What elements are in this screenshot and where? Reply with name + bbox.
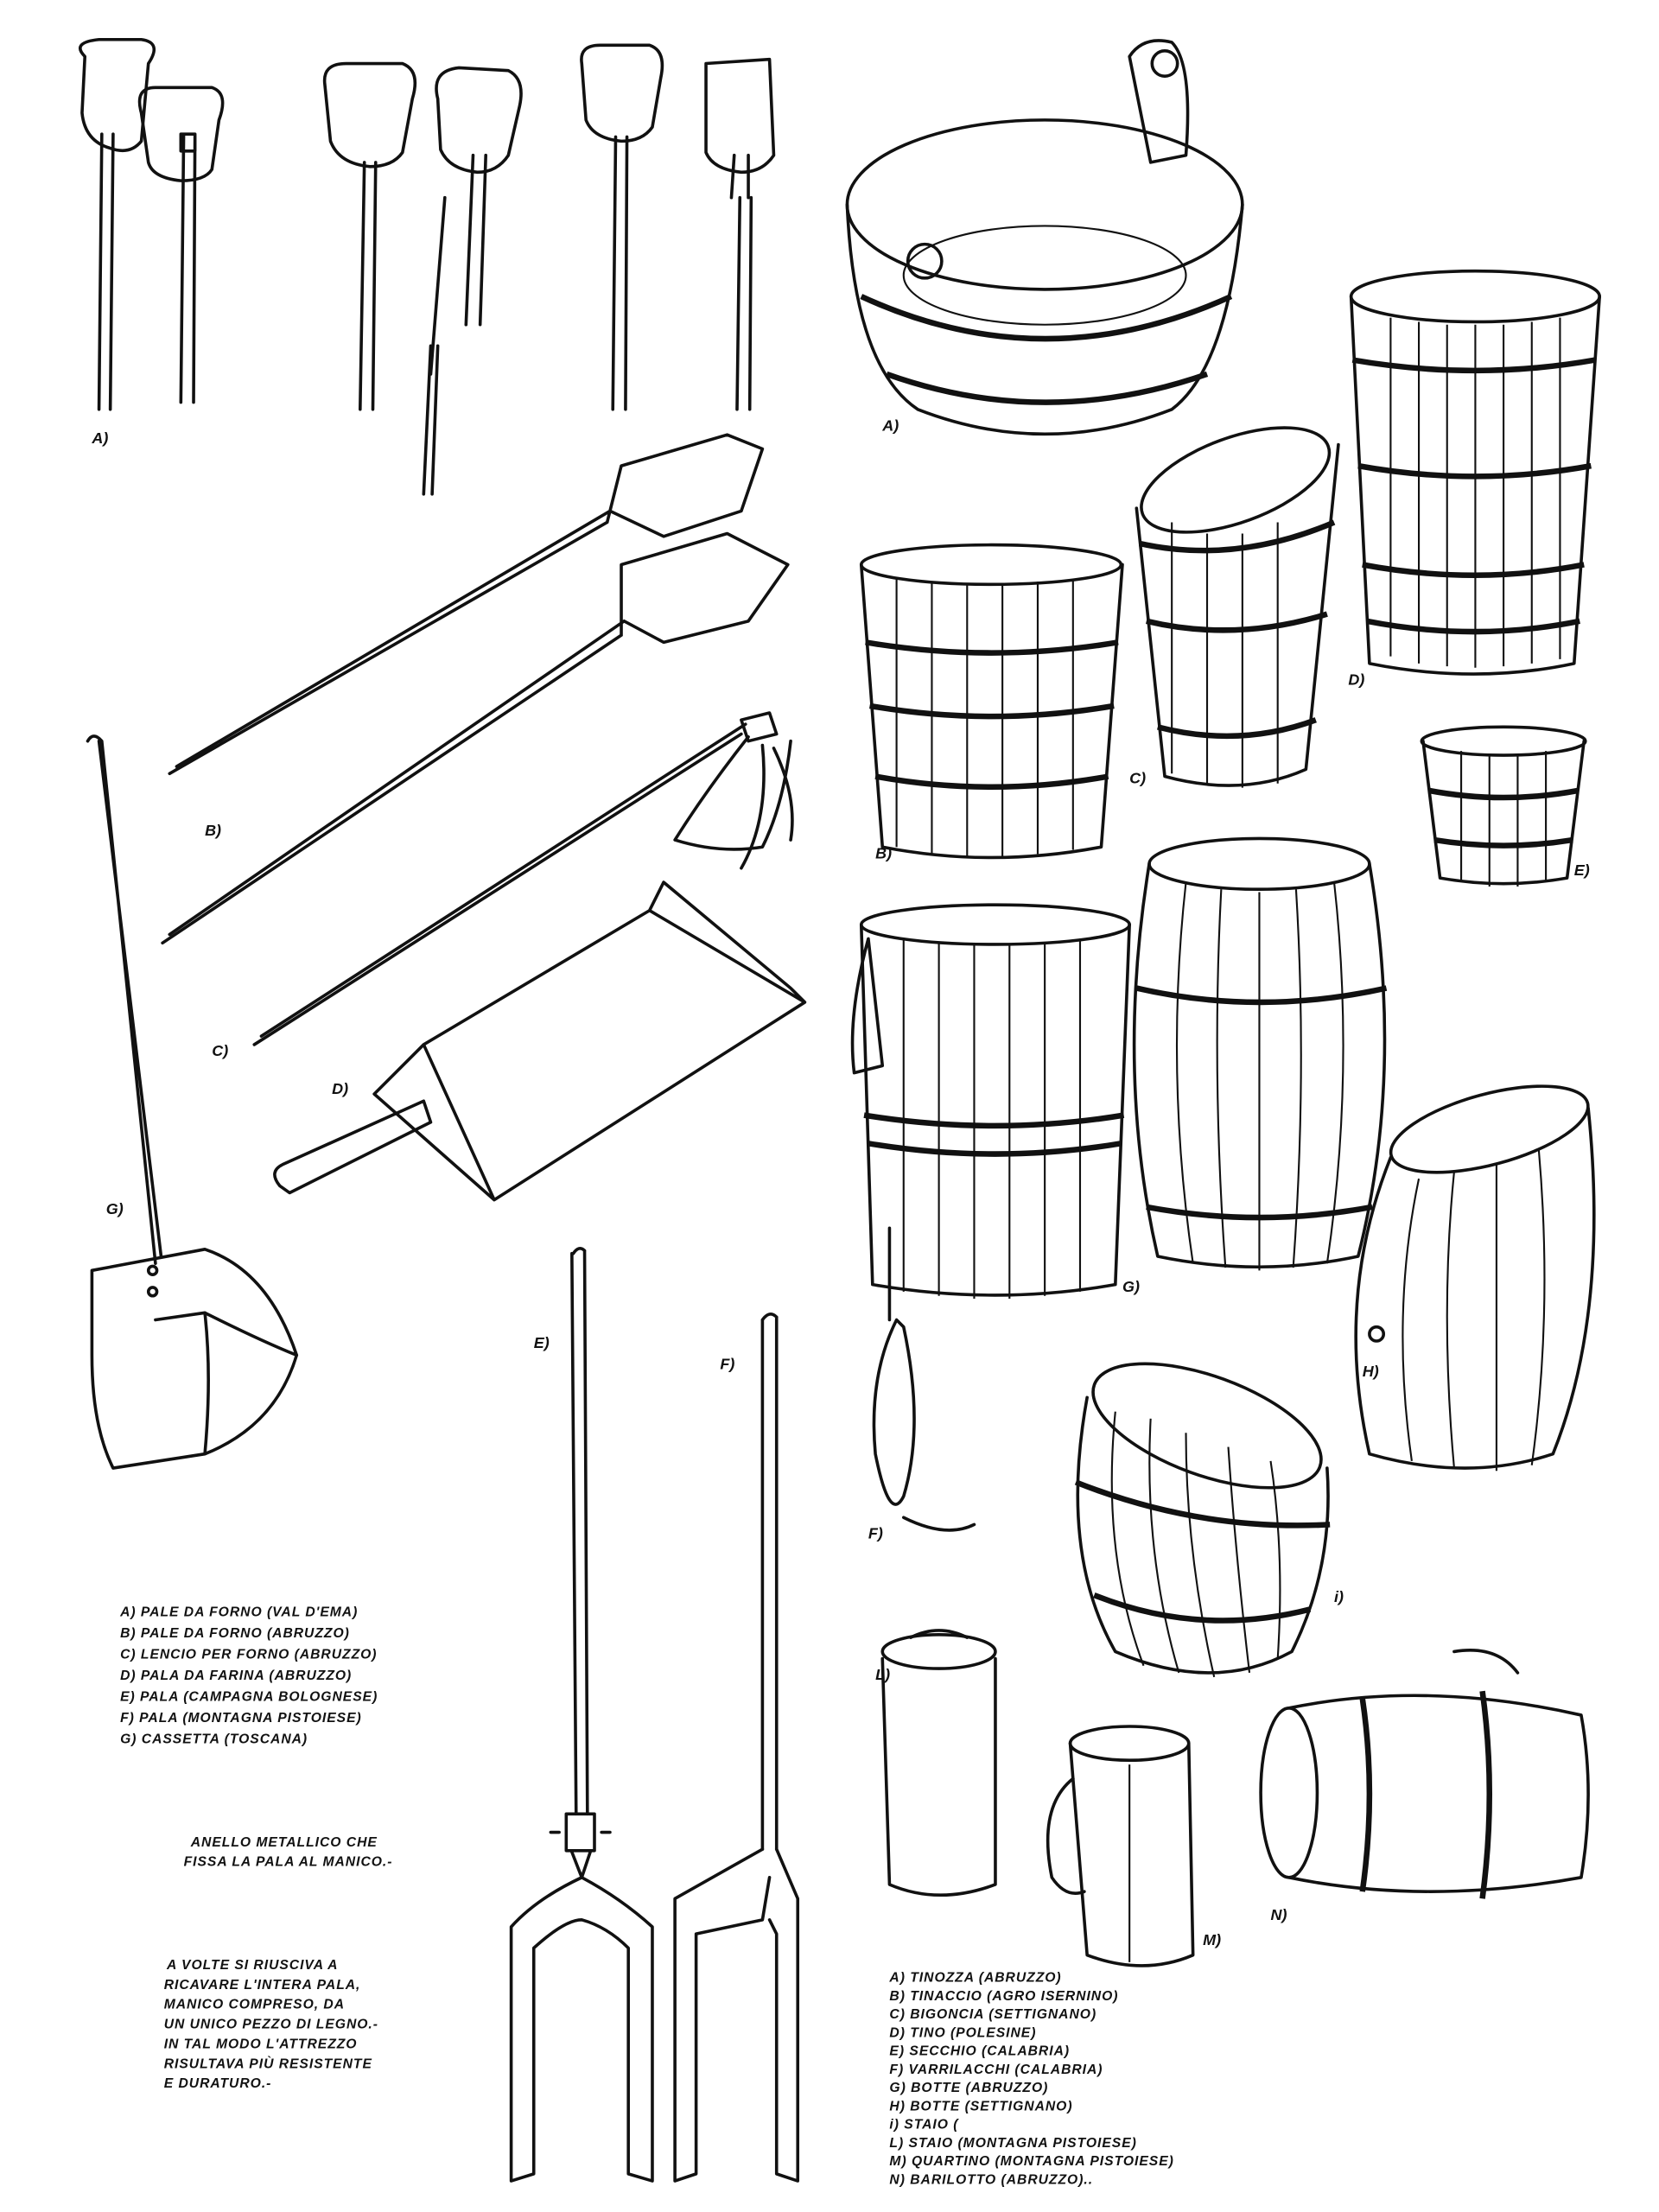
figure-label-right-l: L): [875, 1666, 890, 1683]
note-line: RISULTAVA PIÙ RESISTENTE: [164, 2055, 372, 2071]
peel-drawing: [422, 66, 523, 496]
peel-drawing: [580, 43, 664, 411]
figure-label-right-n: N): [1271, 1906, 1287, 1923]
oven-mop-c: C): [212, 711, 794, 1059]
legend-item: C) BIGONCIA (SETTIGNANO): [889, 2007, 1096, 2022]
note-line: ANELLO METALLICO CHE: [190, 1835, 378, 1850]
figure-label-right-b: B): [875, 844, 892, 861]
legend-item: B) PALE DA FORNO (ABRUZZO): [120, 1626, 350, 1641]
figure-label-right-a: A): [881, 416, 899, 434]
varrilacchi-f: F): [850, 903, 1131, 1542]
legend-item: L) STAIO (MONTAGNA PISTOIESE): [889, 2136, 1136, 2151]
note-line: MANICO COMPRESO, DA: [164, 1998, 345, 2012]
legend-item: D) TINO (POLESINE): [889, 2025, 1036, 2040]
peel-drawing: [79, 37, 156, 411]
flour-shovel-d: D): [273, 880, 807, 1202]
legend-item: N) BARILOTTO (ABRUZZO)..: [889, 2172, 1093, 2187]
secchio-e: E): [1420, 725, 1590, 887]
legend-item: E) SECCHIO (CALABRIA): [889, 2044, 1070, 2059]
one-piece-note: A VOLTE SI RIUSCIVA A RICAVARE L'INTERA …: [164, 1958, 378, 2091]
legend-item: M) QUARTINO (MONTAGNA PISTOIESE): [889, 2154, 1173, 2169]
right-legend: A) TINOZZA (ABRUZZO) B) TINACCIO (AGRO I…: [888, 1971, 1173, 2188]
tinaccio-b: B): [859, 543, 1124, 861]
figure-label-a: A): [91, 429, 108, 447]
legend-item: F) VARRILACCHI (CALABRIA): [889, 2063, 1103, 2077]
staio-i: i): [1074, 1362, 1344, 1678]
figure-label-c: C): [212, 1042, 228, 1059]
note-line: IN TAL MODO L'ATTREZZO: [164, 2037, 358, 2051]
peel-drawing: [704, 57, 776, 411]
legend-item: G) BOTTE (ABRUZZO): [889, 2081, 1048, 2095]
figure-label-right-e: E): [1574, 861, 1590, 879]
figure-label-e: E): [534, 1334, 550, 1351]
tinozza-a: A): [845, 39, 1244, 436]
figure-label-b: B): [205, 822, 221, 839]
legend-item: A) TINOZZA (ABRUZZO): [888, 1971, 1061, 1986]
legend-item: i) STAIO (: [889, 2118, 959, 2133]
botte-h: H): [1354, 1084, 1596, 1471]
figure-label-right-f: F): [868, 1525, 883, 1542]
botte-g: G): [1122, 836, 1388, 1295]
figure-label-right-g: G): [1122, 1278, 1140, 1295]
legend-item: B) TINACCIO (AGRO ISERNINO): [889, 1989, 1118, 2004]
figure-label-right-c: C): [1129, 770, 1146, 787]
figure-label-g: G): [106, 1200, 124, 1217]
legend-item: D) PALA DA FARINA (ABRUZZO): [120, 1669, 352, 1683]
figure-label-d: D): [332, 1080, 348, 1097]
figure-label-right-m: M): [1203, 1931, 1221, 1948]
staio-l: L): [875, 1629, 997, 1897]
note-line: UN UNICO PEZZO DI LEGNO.-: [164, 2018, 378, 2032]
bread-peels-group-b: B): [161, 433, 790, 945]
quartino-m: M): [1046, 1725, 1221, 1967]
legend-item: H) BOTTE (SETTIGNANO): [889, 2099, 1072, 2113]
barilotto-n: N): [1259, 1648, 1590, 1923]
cassetta-g: G): [86, 734, 299, 1470]
bigoncia-c: C): [1129, 426, 1340, 788]
figure-label-right-d: D): [1348, 671, 1364, 688]
ring-note: ANELLO METALLICO CHE FISSA LA PALA AL MA…: [184, 1835, 393, 1870]
note-line: FISSA LA PALA AL MANICO.-: [184, 1855, 393, 1870]
wooden-shovel-f: F): [673, 1313, 800, 2183]
peel-drawing: [137, 86, 225, 404]
figure-label-f: F): [720, 1356, 734, 1373]
legend-item: C) LENCIO PER FORNO (ABRUZZO): [120, 1648, 377, 1662]
left-legend: A) PALE DA FORNO (VAL D'EMA) B) PALE DA …: [119, 1605, 378, 1747]
note-line: E DURATURO.-: [164, 2076, 272, 2091]
legend-item: E) PALA (CAMPAGNA BOLOGNESE): [120, 1690, 378, 1705]
legend-item: G) CASSETTA (TOSCANA): [120, 1732, 308, 1747]
bread-peels-group-a: A): [79, 37, 776, 496]
figure-label-right-h: H): [1363, 1363, 1379, 1380]
wooden-shovel-e: E): [509, 1247, 654, 2183]
note-line: A VOLTE SI RIUSCIVA A: [166, 1958, 338, 1973]
tino-d: D): [1348, 269, 1601, 688]
note-line: RICAVARE L'INTERA PALA,: [164, 1978, 361, 1993]
figure-label-right-i: i): [1334, 1588, 1344, 1605]
legend-item: F) PALA (MONTAGNA PISTOIESE): [120, 1711, 362, 1726]
legend-item: A) PALE DA FORNO (VAL D'EMA): [119, 1605, 358, 1620]
peel-drawing: [322, 61, 417, 411]
